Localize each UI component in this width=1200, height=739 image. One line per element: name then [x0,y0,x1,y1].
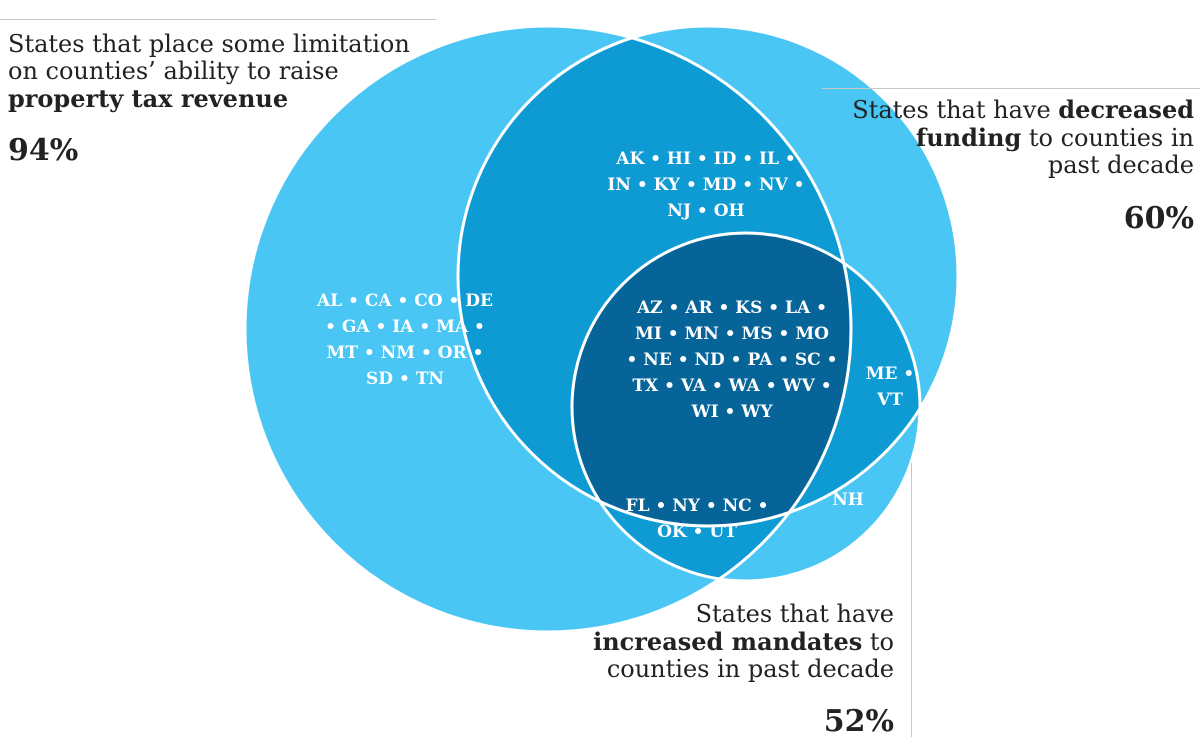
states-tax-mandates: FL • NY • NC • OK • UT [612,493,782,545]
state-line: MT • NM • OR • [326,343,484,363]
outline-increased-mandates [570,231,922,583]
states-tax-funding: AK • HI • ID • IL • IN • KY • MD • NV • … [596,146,816,224]
label-funding-bold2: funding [915,123,1022,153]
states-mandates-only: NH [818,487,878,513]
state-line: ME • [865,364,915,384]
state-line: NJ • OH [667,201,745,221]
state-line: SD • TN [366,369,444,389]
label-mandates-post: to [862,628,894,657]
label-funding-line3: past decade [1047,151,1194,180]
label-funding-post2: to counties in [1021,124,1194,153]
state-line: • NE • ND • PA • SC • [626,350,838,370]
label-property-tax-line2: on counties’ ability to raise [8,57,339,86]
label-mandates-line1: States that have [695,600,894,628]
state-line: VT [877,390,903,410]
label-mandates-line3: counties in past decade [606,655,894,684]
label-property-tax-line1: States that place some limitation [8,30,410,58]
state-line: NH [832,490,864,510]
pct-funding: 60% [1123,201,1194,236]
state-line: AK • HI • ID • IL • [616,149,796,169]
label-property-tax-bold: property tax revenue [8,84,289,114]
state-line: WI • WY [691,402,773,422]
label-funding-bold1: decreased [1058,95,1194,124]
pct-mandates: 52% [823,704,894,739]
state-line: MI • MN • MS • MO [635,324,829,344]
state-line: IN • KY • MD • NV • [607,175,805,195]
label-property-tax: States that place some limitation on cou… [8,30,410,114]
states-all-three: AZ • AR • KS • LA • MI • MN • MS • MO • … [617,295,847,425]
label-funding: States that have decreased funding to co… [852,96,1194,179]
pct-property-tax: 94% [8,133,79,168]
leader-line-mandates [911,463,912,737]
states-tax-only: AL • CA • CO • DE • GA • IA • MA • MT • … [300,288,510,392]
leader-line-funding [822,88,1200,89]
label-mandates: States that have increased mandates to c… [593,600,894,684]
states-funding-mandates: ME • VT [855,361,925,413]
label-mandates-bold: increased mandates [593,627,863,657]
state-line: • GA • IA • MA • [325,317,485,337]
state-line: TX • VA • WA • WV • [632,376,832,396]
outline-property-tax [243,24,853,634]
outline-decreased-funding [456,24,960,528]
state-line: FL • NY • NC • [625,496,769,516]
state-line: AZ • AR • KS • LA • [636,298,827,318]
leader-line-property-tax [0,19,436,20]
state-line: AL • CA • CO • DE [316,291,493,311]
label-funding-pre: States that have [852,96,1059,124]
state-line: OK • UT [657,522,737,542]
